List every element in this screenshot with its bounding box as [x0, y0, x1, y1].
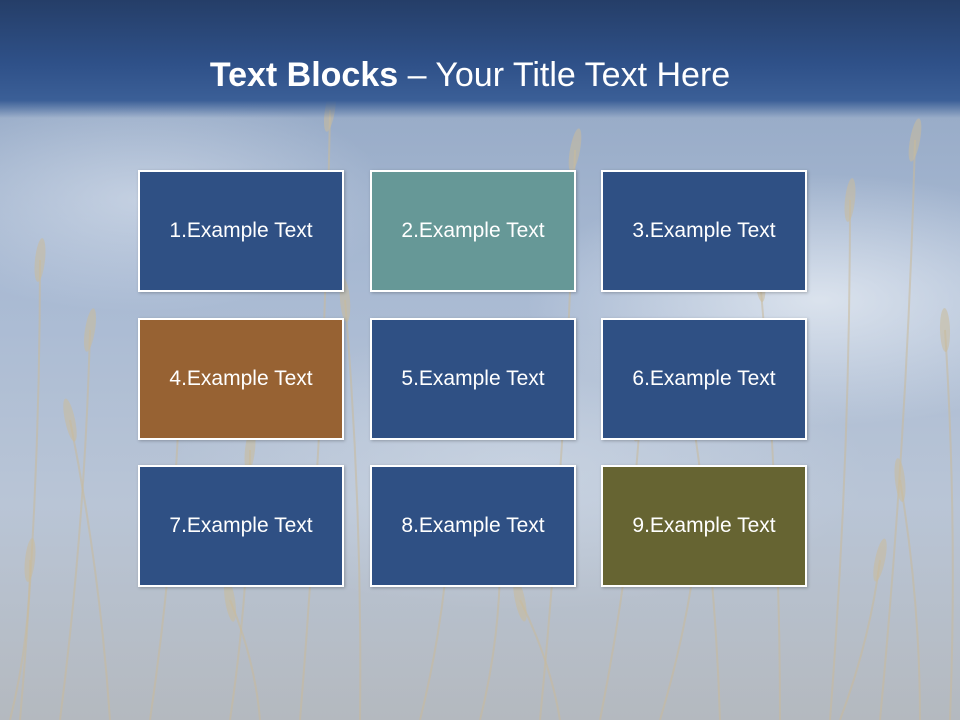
text-block-6[interactable]: 6.Example Text — [601, 318, 807, 440]
text-block-label: 2.Example Text — [401, 219, 545, 242]
text-block-2[interactable]: 2.Example Text — [370, 170, 576, 292]
text-block-label: 5.Example Text — [401, 367, 545, 390]
text-block-label: 7.Example Text — [169, 514, 313, 537]
text-block-4[interactable]: 4.Example Text — [138, 318, 344, 440]
wheat-stalk — [899, 479, 921, 720]
wheat-ear — [939, 308, 951, 352]
wheat-ear — [34, 238, 46, 282]
wheat-ear — [844, 178, 856, 222]
text-block-1[interactable]: 1.Example Text — [138, 170, 344, 292]
text-block-label: 1.Example Text — [169, 219, 313, 242]
wheat-stalk — [944, 329, 954, 720]
text-block-9[interactable]: 9.Example Text — [601, 465, 807, 587]
wheat-ear — [223, 578, 237, 622]
title-bold: Text Blocks — [209, 56, 399, 94]
wheat-stalk — [879, 139, 916, 720]
wheat-stalk — [344, 299, 362, 720]
title-text: Your Title Text Here — [435, 56, 731, 94]
wheat-ear — [568, 128, 582, 172]
text-block-label: 4.Example Text — [169, 367, 313, 390]
wheat-ear — [894, 458, 906, 502]
wheat-ear — [24, 538, 36, 582]
wheat-ear — [63, 398, 77, 442]
wheat-stalk — [839, 559, 881, 720]
text-block-3[interactable]: 3.Example Text — [601, 170, 807, 292]
text-block-label: 8.Example Text — [401, 514, 545, 537]
text-block-8[interactable]: 8.Example Text — [370, 465, 576, 587]
text-block-7[interactable]: 7.Example Text — [138, 465, 344, 587]
wheat-ear — [83, 308, 97, 352]
title-separator: – — [398, 56, 436, 94]
wheat-stalk — [59, 329, 91, 720]
slide-title[interactable]: Text Blocks – Your Title Text Here — [0, 54, 940, 96]
wheat-stalk — [19, 259, 41, 720]
wheat-ear — [513, 578, 527, 622]
text-block-5[interactable]: 5.Example Text — [370, 318, 576, 440]
wheat-stalk — [69, 419, 111, 720]
wheat-stalk — [829, 199, 851, 720]
text-block-label: 3.Example Text — [632, 219, 776, 242]
wheat-ear — [908, 118, 922, 162]
text-block-label: 9.Example Text — [632, 514, 776, 537]
wheat-ear — [873, 538, 887, 582]
title-bar — [0, 0, 960, 118]
text-block-label: 6.Example Text — [632, 367, 776, 390]
